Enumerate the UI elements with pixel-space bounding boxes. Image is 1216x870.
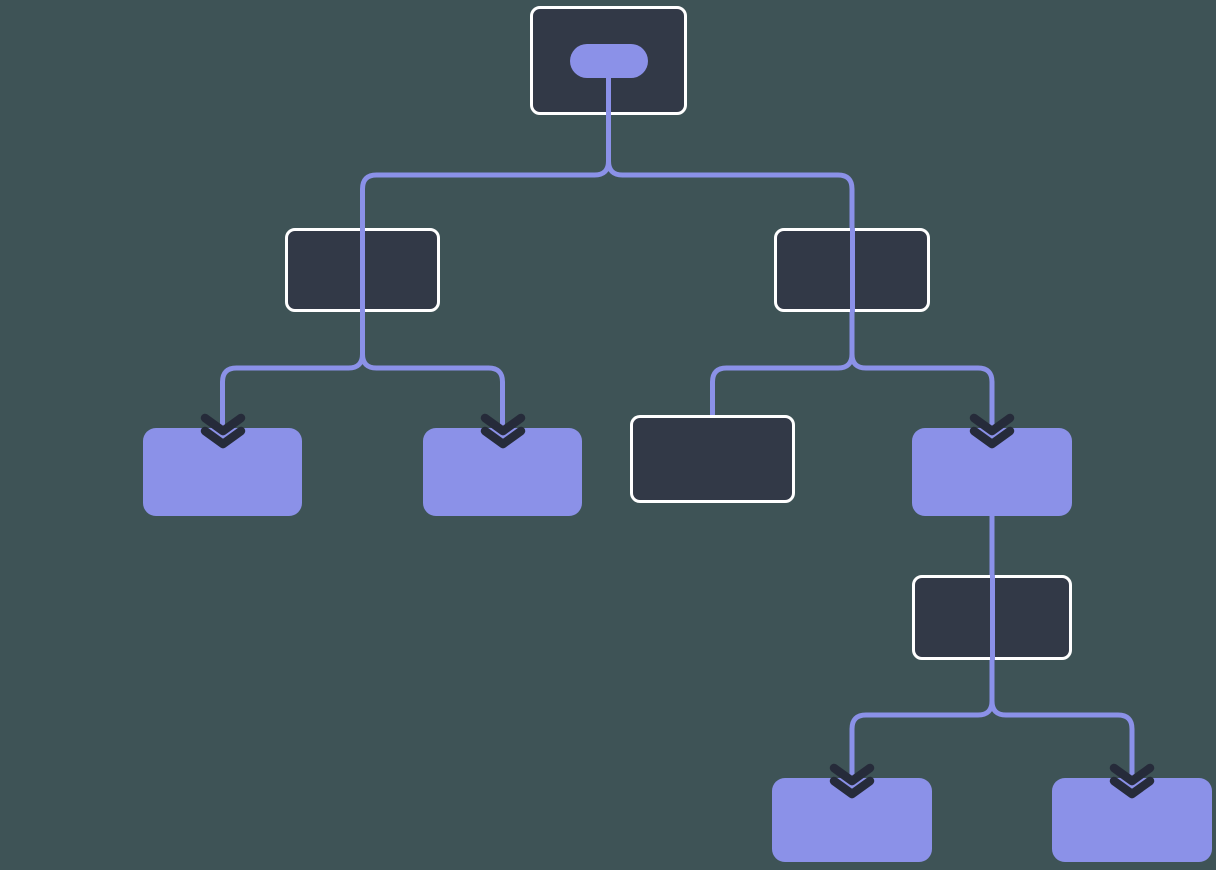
branch-node-left[interactable] — [285, 228, 440, 312]
double-chevron-down-icon — [200, 413, 245, 449]
connector-edge — [710, 308, 855, 421]
root-node[interactable] — [530, 6, 687, 115]
leaf-node-3[interactable] — [772, 763, 932, 862]
connector-edge — [606, 111, 855, 234]
node-tail-line — [606, 60, 611, 115]
pill-icon — [569, 43, 648, 78]
connector-edge — [989, 656, 1135, 784]
vertical-line-icon — [360, 228, 365, 312]
vertical-line-icon — [849, 228, 855, 312]
empty-dark-node[interactable] — [630, 415, 795, 503]
vertical-line-icon — [989, 575, 995, 660]
connector-edge — [220, 308, 365, 434]
branch-node-right[interactable] — [774, 228, 930, 312]
connector-edge — [360, 308, 505, 434]
connector-edge — [360, 111, 611, 234]
double-chevron-down-icon — [1109, 763, 1155, 799]
branch-node-lower[interactable] — [912, 575, 1072, 660]
mid-purple-node[interactable] — [912, 413, 1072, 516]
leaf-node-4[interactable] — [1052, 763, 1212, 862]
leaf-node-1[interactable] — [143, 413, 302, 516]
double-chevron-down-icon — [829, 763, 875, 799]
leaf-node-2[interactable] — [423, 413, 582, 516]
double-chevron-down-icon — [480, 413, 525, 449]
connector-edge — [849, 656, 995, 784]
connector-edge — [849, 308, 995, 434]
double-chevron-down-icon — [969, 413, 1015, 449]
